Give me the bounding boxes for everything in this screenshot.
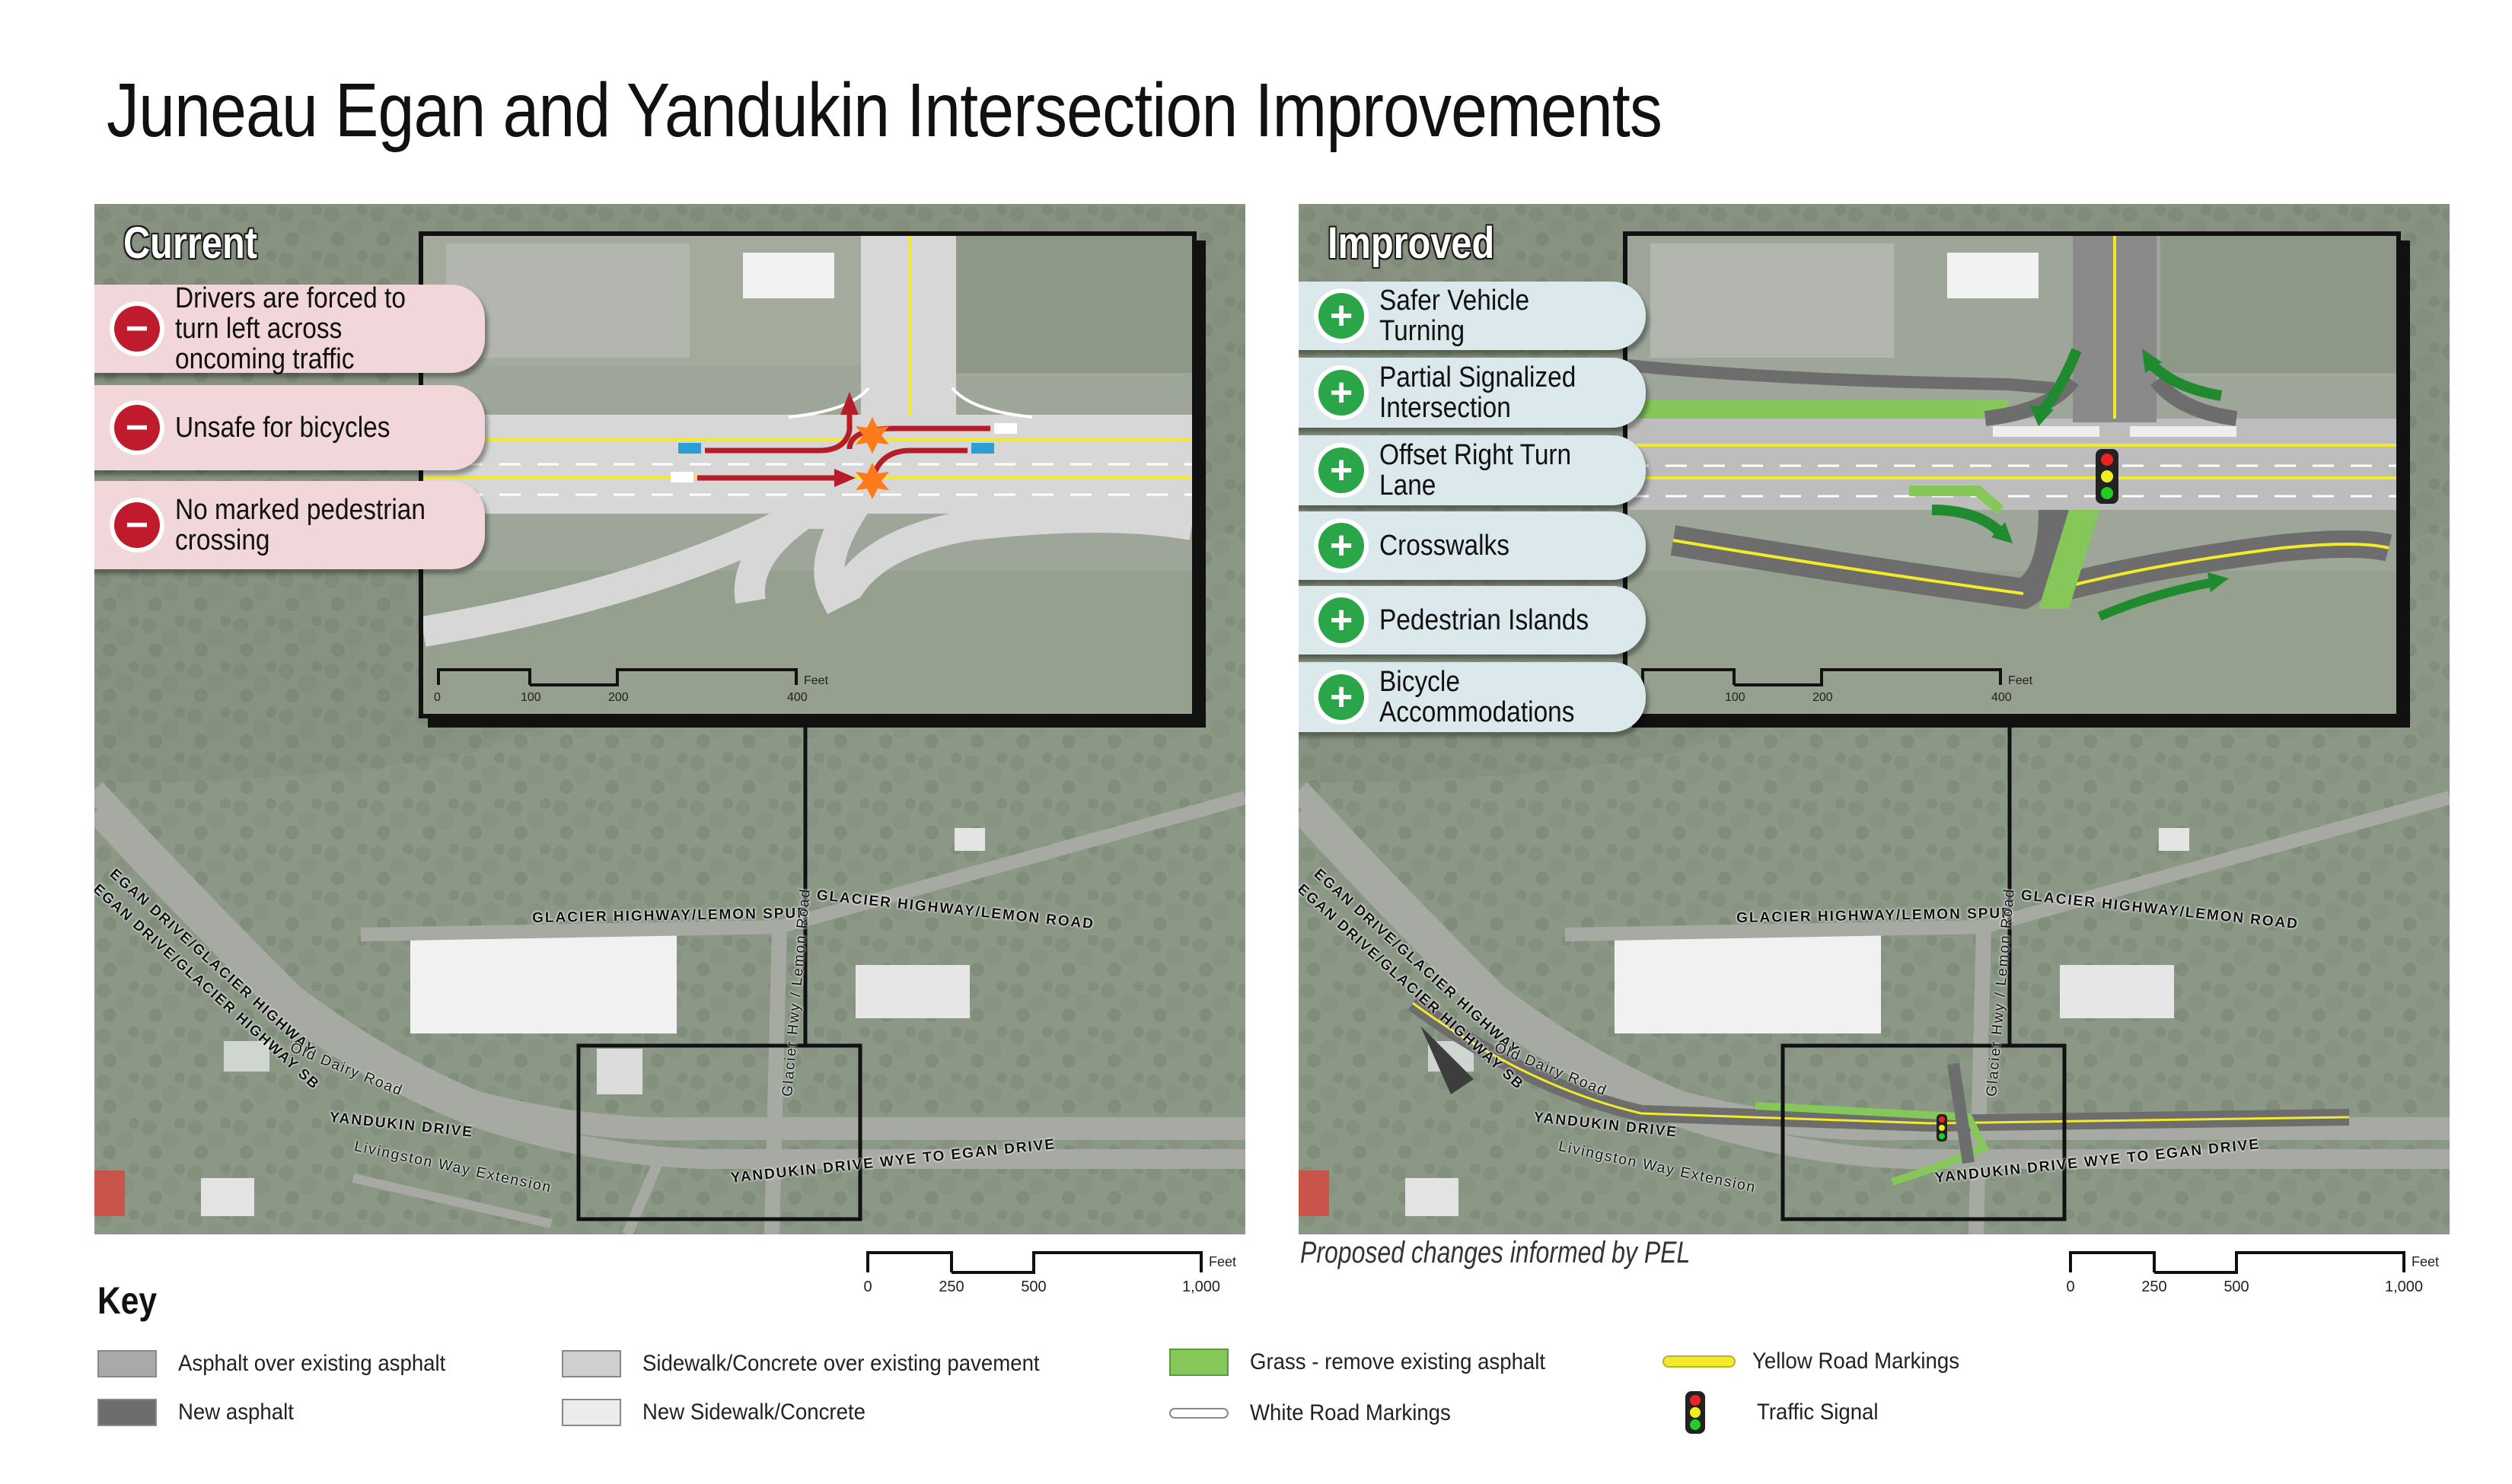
map-scale-bar-improved: 0 250 500 1,000 Feet — [2066, 1245, 2465, 1306]
swatch-sidewalk-over-pavement — [562, 1350, 621, 1377]
issue-left-turn: − Drivers are forced to turn left across… — [94, 283, 485, 374]
inset-tick-200: 200 — [608, 691, 629, 704]
key-title: Key — [97, 1279, 157, 1322]
map-tick-250: 250 — [939, 1279, 964, 1295]
minus-icon: − — [110, 400, 164, 455]
key-sidewalk-over-pavement: Sidewalk/Concrete over existing pavement — [562, 1350, 1074, 1377]
page-title: Juneau Egan and Yandukin Intersection Im… — [107, 68, 1662, 153]
issue-pedestrian-crossing: − No marked pedestrian crossing — [94, 481, 485, 569]
key-yellow-markings: Yellow Road Markings — [1662, 1349, 1978, 1374]
traffic-signal-icon — [1685, 1391, 1705, 1434]
key-asphalt-over-existing: Asphalt over existing asphalt — [97, 1350, 469, 1377]
inset-scale-unit: Feet — [804, 674, 829, 687]
improved-label: Improved — [1328, 218, 1495, 268]
map-tick-250-improved: 250 — [2141, 1279, 2167, 1295]
plus-icon: + — [1314, 365, 1369, 420]
map-tick-500: 500 — [1021, 1279, 1047, 1295]
current-label: Current — [123, 218, 257, 268]
plus-icon: + — [1314, 670, 1369, 724]
plus-icon: + — [1314, 443, 1369, 498]
benefit-partial-signal: + Partial Signalized Intersection — [1299, 358, 1646, 428]
benefit-bicycle: + Bicycle Accommodations — [1299, 662, 1646, 732]
scale-bar-graphic — [866, 1251, 1203, 1274]
inset-tick-0: 0 — [434, 691, 441, 704]
current-panel: Current GLACIER HIGHWAY/LEMON SPUR GLACI… — [94, 204, 1245, 1234]
pel-note: Proposed changes informed by PEL — [1300, 1236, 1691, 1269]
map-tick-1000-improved: 1,000 — [2384, 1279, 2424, 1295]
map-scale-unit: Feet — [1209, 1254, 1237, 1269]
swatch-new-asphalt — [97, 1399, 157, 1426]
map-scale-unit-improved: Feet — [2412, 1254, 2440, 1269]
benefit-safer-turning: + Safer Vehicle Turning — [1299, 282, 1646, 350]
map-tick-1000: 1,000 — [1181, 1279, 1221, 1295]
inset-scale-unit-improved: Feet — [2008, 674, 2033, 687]
plus-icon: + — [1314, 518, 1369, 573]
key-traffic-signal: Traffic Signal — [1684, 1390, 1889, 1435]
map-scale-bar-current: 0 250 500 1,000 Feet — [863, 1245, 1262, 1306]
swatch-asphalt-over-existing — [97, 1350, 157, 1377]
improved-panel: Improved GLACIER HIGHWAY/LEMON SPUR GLAC… — [1299, 204, 2450, 1234]
scale-bar-graphic-improved — [2069, 1251, 2405, 1274]
inset-tick-400: 400 — [787, 691, 808, 704]
map-tick-0: 0 — [863, 1279, 872, 1295]
map-tick-0-improved: 0 — [2066, 1279, 2075, 1295]
minus-icon: − — [110, 498, 164, 553]
minus-icon: − — [110, 301, 164, 356]
plus-icon: + — [1314, 593, 1369, 648]
inset-tick-400-improved: 400 — [1991, 691, 2012, 704]
swatch-new-sidewalk — [562, 1399, 621, 1426]
key-grass: Grass - remove existing asphalt — [1169, 1349, 1571, 1376]
inset-tick-200-improved: 200 — [1812, 691, 1833, 704]
improved-intersection-diagram — [1627, 236, 2396, 714]
key-white-markings: White Road Markings — [1169, 1400, 1468, 1426]
inset-tick-100: 100 — [521, 691, 541, 704]
map-tick-500-improved: 500 — [2224, 1279, 2249, 1295]
inset-tick-100-improved: 100 — [1725, 691, 1745, 704]
issue-bicycles: − Unsafe for bicycles — [94, 385, 485, 470]
swatch-white-markings — [1169, 1408, 1229, 1419]
current-intersection-diagram — [423, 236, 1192, 714]
benefit-offset-right-turn: + Offset Right Turn Lane — [1299, 435, 1646, 505]
improved-inset-map[interactable]: 0 100 200 400 Feet — [1623, 231, 2401, 718]
benefit-pedestrian-islands: + Pedestrian Islands — [1299, 586, 1646, 654]
key-new-sidewalk: New Sidewalk/Concrete — [562, 1399, 885, 1426]
swatch-yellow-markings — [1662, 1355, 1736, 1368]
plus-icon: + — [1314, 288, 1369, 343]
benefit-crosswalks: + Crosswalks — [1299, 511, 1646, 580]
key-new-asphalt: New asphalt — [97, 1399, 304, 1426]
current-inset-map[interactable]: 0 100 200 400 Feet — [419, 231, 1197, 718]
swatch-grass — [1169, 1349, 1229, 1376]
